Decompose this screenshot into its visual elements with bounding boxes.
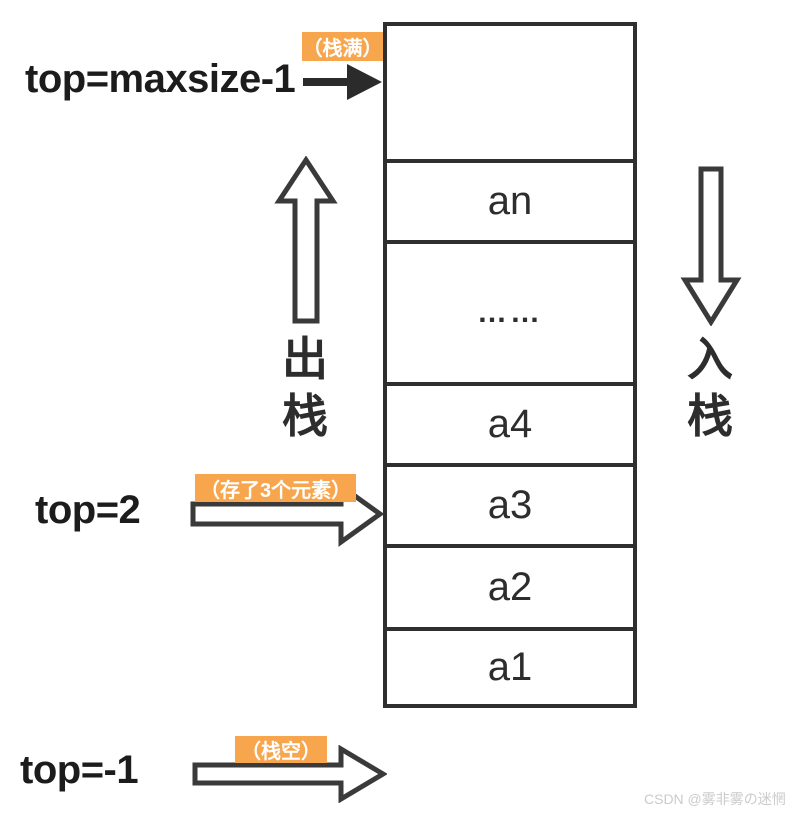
- pointer-label-top-2: top=2: [35, 488, 141, 532]
- stack-cell-an: an: [387, 163, 633, 244]
- csdn-watermark: CSDN @雾非雾の迷惘: [644, 791, 786, 807]
- pop-label: 出 栈: [282, 331, 328, 445]
- pop-label-char1: 出: [282, 333, 328, 385]
- stack-cell-label: a3: [487, 483, 533, 527]
- stack-cell-a2: a2: [387, 548, 633, 631]
- stack-cell-label: an: [487, 179, 533, 223]
- stack-cell-a3: a3: [387, 467, 633, 548]
- badge-stack-full: （栈满）: [302, 32, 383, 61]
- stack-cell-label: a1: [487, 645, 533, 689]
- push-label-char2: 栈: [687, 390, 733, 442]
- pop-up-arrow-icon: [274, 156, 338, 324]
- pointer-label-top-maxsize: top=maxsize-1: [25, 57, 296, 101]
- stack-cell-label: ……: [477, 296, 543, 329]
- stack-array: an …… a4 a3 a2 a1: [383, 22, 637, 708]
- stack-cell-a1: a1: [387, 631, 633, 704]
- stack-cell-label: a2: [487, 565, 533, 609]
- push-label-char1: 入: [687, 333, 733, 385]
- push-down-arrow-icon: [680, 166, 742, 326]
- pop-label-char2: 栈: [282, 390, 328, 442]
- badge-three-elements: （存了3个元素）: [195, 474, 357, 502]
- stack-full-arrow-icon: [303, 64, 382, 100]
- pointer-label-top-minus1: top=-1: [20, 748, 139, 792]
- stack-empty-arrow-icon: [192, 745, 387, 803]
- stack-cell-ellipsis: ……: [387, 244, 633, 386]
- stack-cell-label: a4: [487, 402, 533, 446]
- badge-stack-empty: （栈空）: [235, 736, 327, 763]
- push-label: 入 栈: [687, 331, 733, 445]
- stack-cell-a4: a4: [387, 386, 633, 467]
- stack-cell-empty-top: [387, 26, 633, 163]
